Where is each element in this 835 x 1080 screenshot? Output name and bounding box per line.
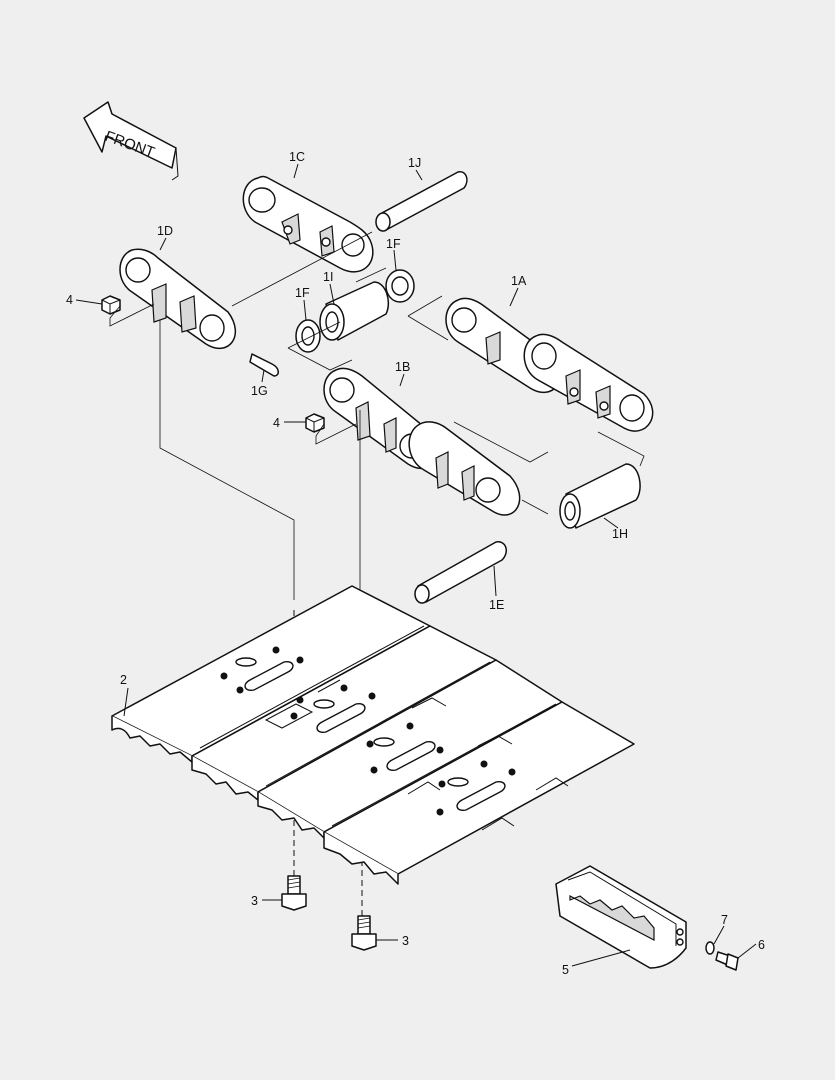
bolt-3-right — [351, 915, 377, 951]
pin-1e — [414, 541, 507, 604]
label-1f-left: 1F — [295, 286, 310, 300]
washer-7 — [705, 941, 715, 955]
track-shoe-2 — [111, 585, 635, 885]
label-3-left: 3 — [251, 894, 258, 908]
seal-1f-top — [385, 269, 415, 303]
link-1a — [445, 297, 654, 432]
label-3-right: 3 — [402, 934, 409, 948]
pin-1j — [375, 171, 468, 232]
label-1g: 1G — [251, 384, 268, 398]
front-arrow-icon: FRONT — [83, 101, 179, 181]
nut-4-top — [101, 295, 121, 315]
bushing-1h — [559, 463, 641, 529]
label-1c: 1C — [289, 150, 305, 164]
seal-1f-left — [295, 319, 321, 353]
leader-lines — [75, 163, 757, 967]
label-1i: 1I — [323, 270, 333, 284]
label-1j: 1J — [408, 156, 421, 170]
bolt-6 — [715, 951, 739, 971]
label-7: 7 — [721, 913, 728, 927]
cotter-1g — [249, 353, 279, 377]
label-5: 5 — [562, 963, 569, 977]
link-1d — [119, 248, 237, 350]
label-1f-top: 1F — [386, 237, 401, 251]
nut-4-mid — [305, 413, 325, 433]
link-1c — [242, 175, 374, 273]
guard-5 — [555, 865, 687, 969]
label-4-top: 4 — [66, 293, 73, 307]
label-1h: 1H — [612, 527, 628, 541]
label-1d: 1D — [157, 224, 173, 238]
label-6: 6 — [758, 938, 765, 952]
label-4-mid: 4 — [273, 416, 280, 430]
label-1a: 1A — [511, 274, 527, 288]
part-labels: 1C 1J 1F 1D 4 1I 1F 1A 1G 1B 4 1H 1E 2 3… — [66, 150, 765, 977]
bolt-3-left — [281, 875, 307, 911]
link-1b — [323, 367, 521, 516]
bushing-1i — [319, 281, 390, 341]
label-1b: 1B — [395, 360, 410, 374]
label-2: 2 — [120, 673, 127, 687]
assembly-lines — [109, 231, 645, 920]
label-1e: 1E — [489, 598, 504, 612]
